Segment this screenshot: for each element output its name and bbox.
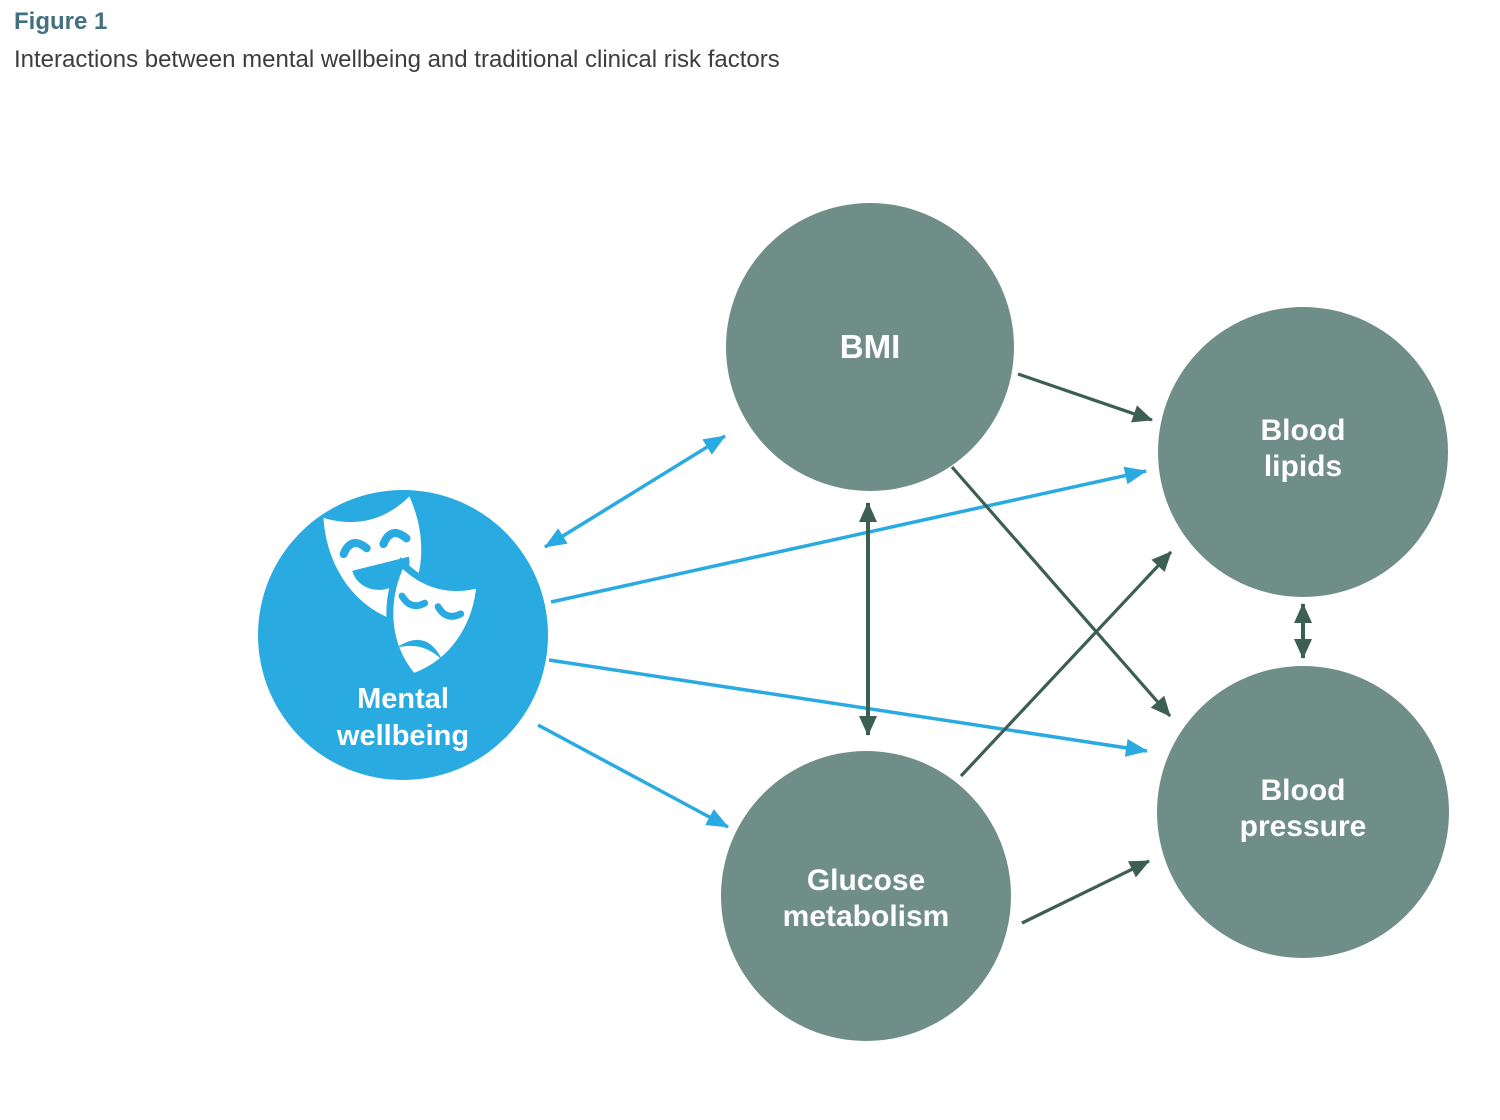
node-label-blood-pressure-line2: pressure — [1240, 810, 1367, 843]
node-label-bmi: BMI — [840, 328, 901, 365]
edge-mental-wellbeing-glucose-metabolism — [537, 723, 729, 829]
edge-mental-wellbeing-blood-lipids — [550, 466, 1147, 604]
figure-subtitle: Interactions between mental wellbeing an… — [14, 46, 780, 73]
node-label-glucose-metabolism-line2: metabolism — [783, 900, 950, 933]
node-blood-lipids — [1158, 307, 1448, 597]
edge-mental-wellbeing-bmi — [544, 434, 726, 549]
node-label-blood-lipids-line1: Blood — [1261, 414, 1346, 447]
edge-glucose-metabolism-blood-pressure — [1021, 859, 1150, 925]
node-blood-pressure — [1157, 666, 1449, 958]
node-label-mental-wellbeing-line1: Mental — [357, 683, 449, 715]
edge-glucose-metabolism-blood-lipids — [959, 550, 1173, 778]
node-label-glucose-metabolism-line1: Glucose — [807, 864, 925, 897]
comedy-right-eye — [379, 529, 411, 549]
edge-bmi-blood-pressure — [950, 465, 1172, 718]
tragedy-mouth — [396, 640, 443, 661]
edge-bmi-blood-lipids — [1017, 372, 1153, 423]
node-bmi — [726, 203, 1014, 491]
theater-masks-icon — [323, 496, 484, 681]
comedy-left-eye — [339, 539, 371, 559]
figure-title: Figure 1 — [14, 8, 108, 35]
tragedy-mask-icon — [386, 557, 484, 681]
node-label-blood-pressure-line1: Blood — [1261, 774, 1346, 807]
tragedy-left-eye — [398, 592, 429, 610]
node-label-mental-wellbeing-line2: wellbeing — [336, 720, 469, 752]
tragedy-right-eye — [434, 603, 465, 620]
edge-mental-wellbeing-blood-pressure — [548, 658, 1148, 757]
node-label-blood-lipids-line2: lipids — [1264, 450, 1342, 483]
node-glucose-metabolism — [721, 751, 1011, 1041]
